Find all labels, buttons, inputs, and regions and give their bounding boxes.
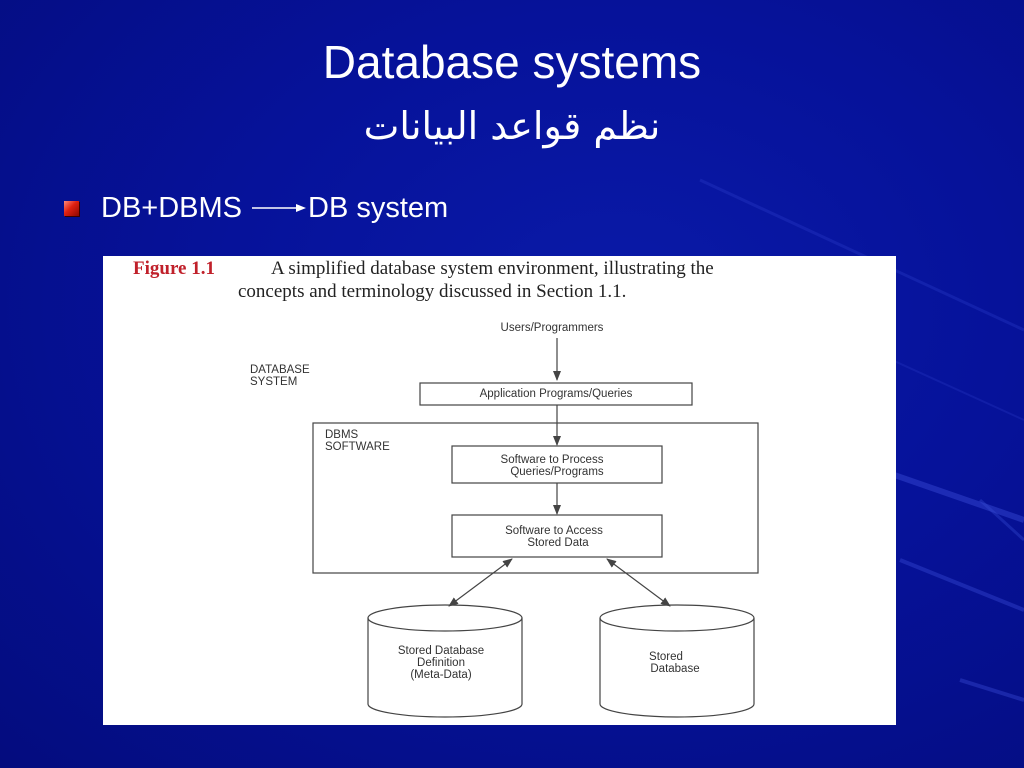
metadata-label-line1: Stored Database: [398, 645, 484, 657]
access-label-line2: Stored Data: [527, 537, 589, 549]
bullet-left-text: DB+DBMS: [101, 191, 243, 224]
metadata-label-line2: Definition: [417, 657, 465, 669]
process-label-line1: Software to Process: [501, 454, 604, 466]
access-stored-data-box: [451, 514, 663, 558]
slide-subtitle: نظم قواعد البيانات: [363, 104, 661, 148]
database-system-diagram: Figure 1.1 A simplified database system …: [133, 258, 759, 718]
stored-database-label-line1: Stored: [649, 651, 683, 663]
slide-title: Database systems: [322, 36, 702, 88]
app-programs-box: [419, 382, 693, 406]
figure-label: Figure 1.1: [133, 258, 215, 279]
database-system-label-line1: DATABASE: [250, 364, 310, 376]
database-system-label-line2: SYSTEM: [250, 376, 297, 388]
metadata-label-line3: (Meta-Data): [410, 669, 472, 681]
right-arrow-icon: [252, 204, 307, 212]
stored-database-label-line2: Database: [650, 663, 699, 675]
process-label-line2: Queries/Programs: [510, 466, 604, 478]
dbms-label-line2: SOFTWARE: [325, 441, 390, 453]
figure-caption-line2: concepts and terminology discussed in Se…: [238, 281, 626, 302]
stored-database-cylinder: [599, 604, 755, 718]
bullet-square-icon: [64, 200, 79, 216]
access-to-database-arrow: [606, 558, 671, 607]
dbms-software-box: [312, 422, 759, 574]
access-label-line1: Software to Access: [505, 525, 603, 537]
stored-database-definition-cylinder: [367, 604, 523, 718]
figure-image: Figure 1.1 A simplified database system …: [103, 256, 896, 725]
figure-caption-line1: A simplified database system environment…: [271, 258, 714, 279]
access-to-metadata-arrow: [448, 558, 513, 607]
dbms-label-line1: DBMS: [325, 429, 359, 441]
users-label: Users/Programmers: [501, 322, 604, 334]
bullet-item: DB+DBMS DB system: [64, 190, 448, 226]
bullet-right-text: DB system: [308, 191, 449, 224]
app-programs-label: Application Programs/Queries: [480, 388, 633, 400]
